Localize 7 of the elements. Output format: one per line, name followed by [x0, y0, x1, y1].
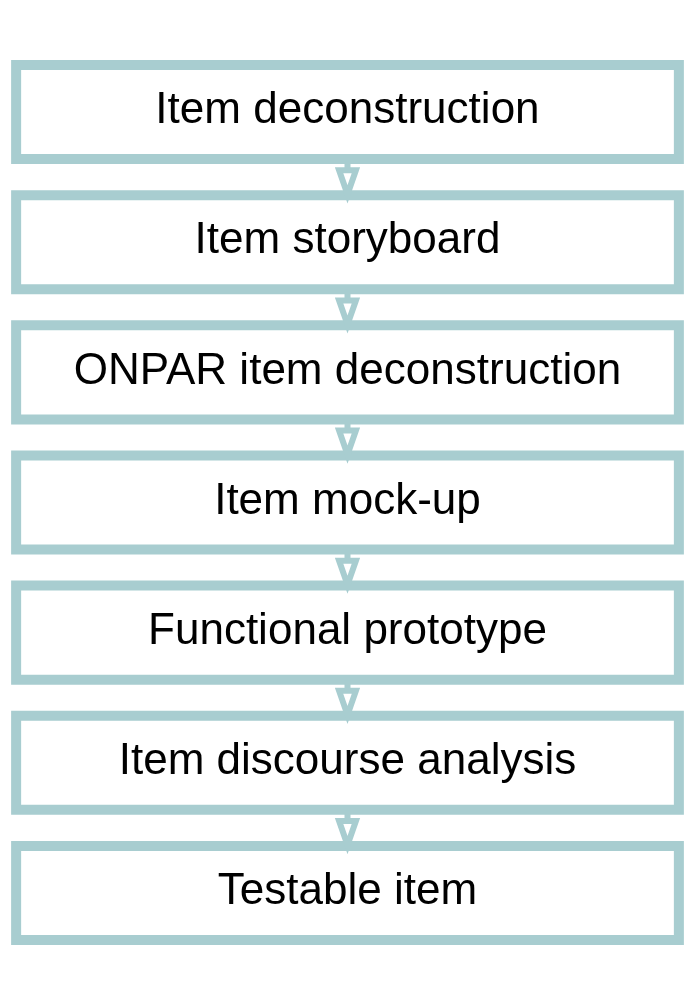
node-box: Testable item [11, 840, 684, 945]
node-box: Item deconstruction [11, 59, 684, 164]
node-box: Item storyboard [11, 189, 684, 294]
node-box: Functional prototype [11, 580, 684, 685]
node-box: Item mock-up [11, 449, 684, 555]
node-box: ONPAR item deconstruction [11, 319, 684, 424]
node-box: Item discourse analysis [11, 710, 684, 815]
